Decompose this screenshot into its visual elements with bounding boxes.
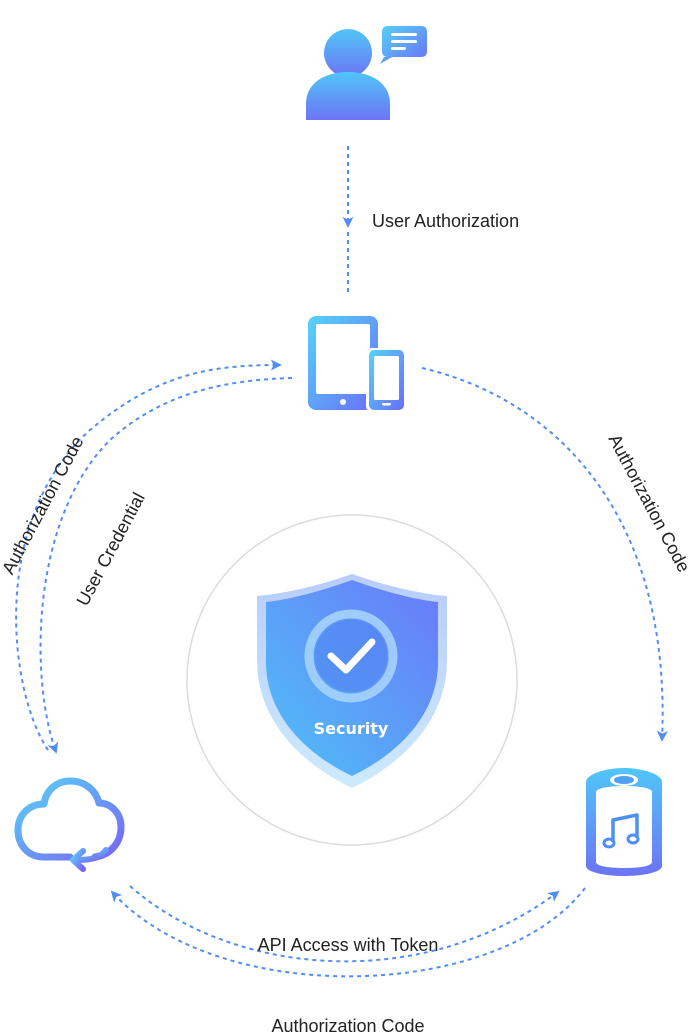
shield-icon	[257, 574, 447, 788]
authorization-code-right-label: Authorization Code	[605, 431, 695, 576]
authorization-code-bottom-label: Authorization Code	[271, 1016, 424, 1035]
authorization-code-right-arrow	[421, 367, 668, 742]
authorization-code-bottom-arrow	[110, 887, 586, 978]
user-credential-arrow	[39, 377, 293, 754]
music-note-icon	[602, 813, 640, 849]
authorization-code-left-arrow	[15, 359, 282, 751]
api-access-arrow	[129, 885, 560, 963]
phone-icon	[366, 348, 406, 412]
checkmark-icon	[327, 638, 376, 674]
tablet-icon	[308, 316, 378, 410]
connectors	[15, 146, 668, 978]
smart-speaker-icon	[586, 768, 662, 876]
user-credential-label: User Credential	[73, 489, 149, 609]
user-icon	[306, 29, 390, 120]
api-access-label: API Access with Token	[258, 935, 439, 955]
security-circle	[186, 514, 518, 846]
authorization-code-left-label: Authorization Code	[0, 433, 87, 578]
cloud-sync-icon	[14, 777, 125, 872]
user-authorization-label: User Authorization	[372, 211, 519, 231]
chat-bubble-icon	[380, 26, 427, 64]
security-label: Security	[314, 719, 389, 738]
